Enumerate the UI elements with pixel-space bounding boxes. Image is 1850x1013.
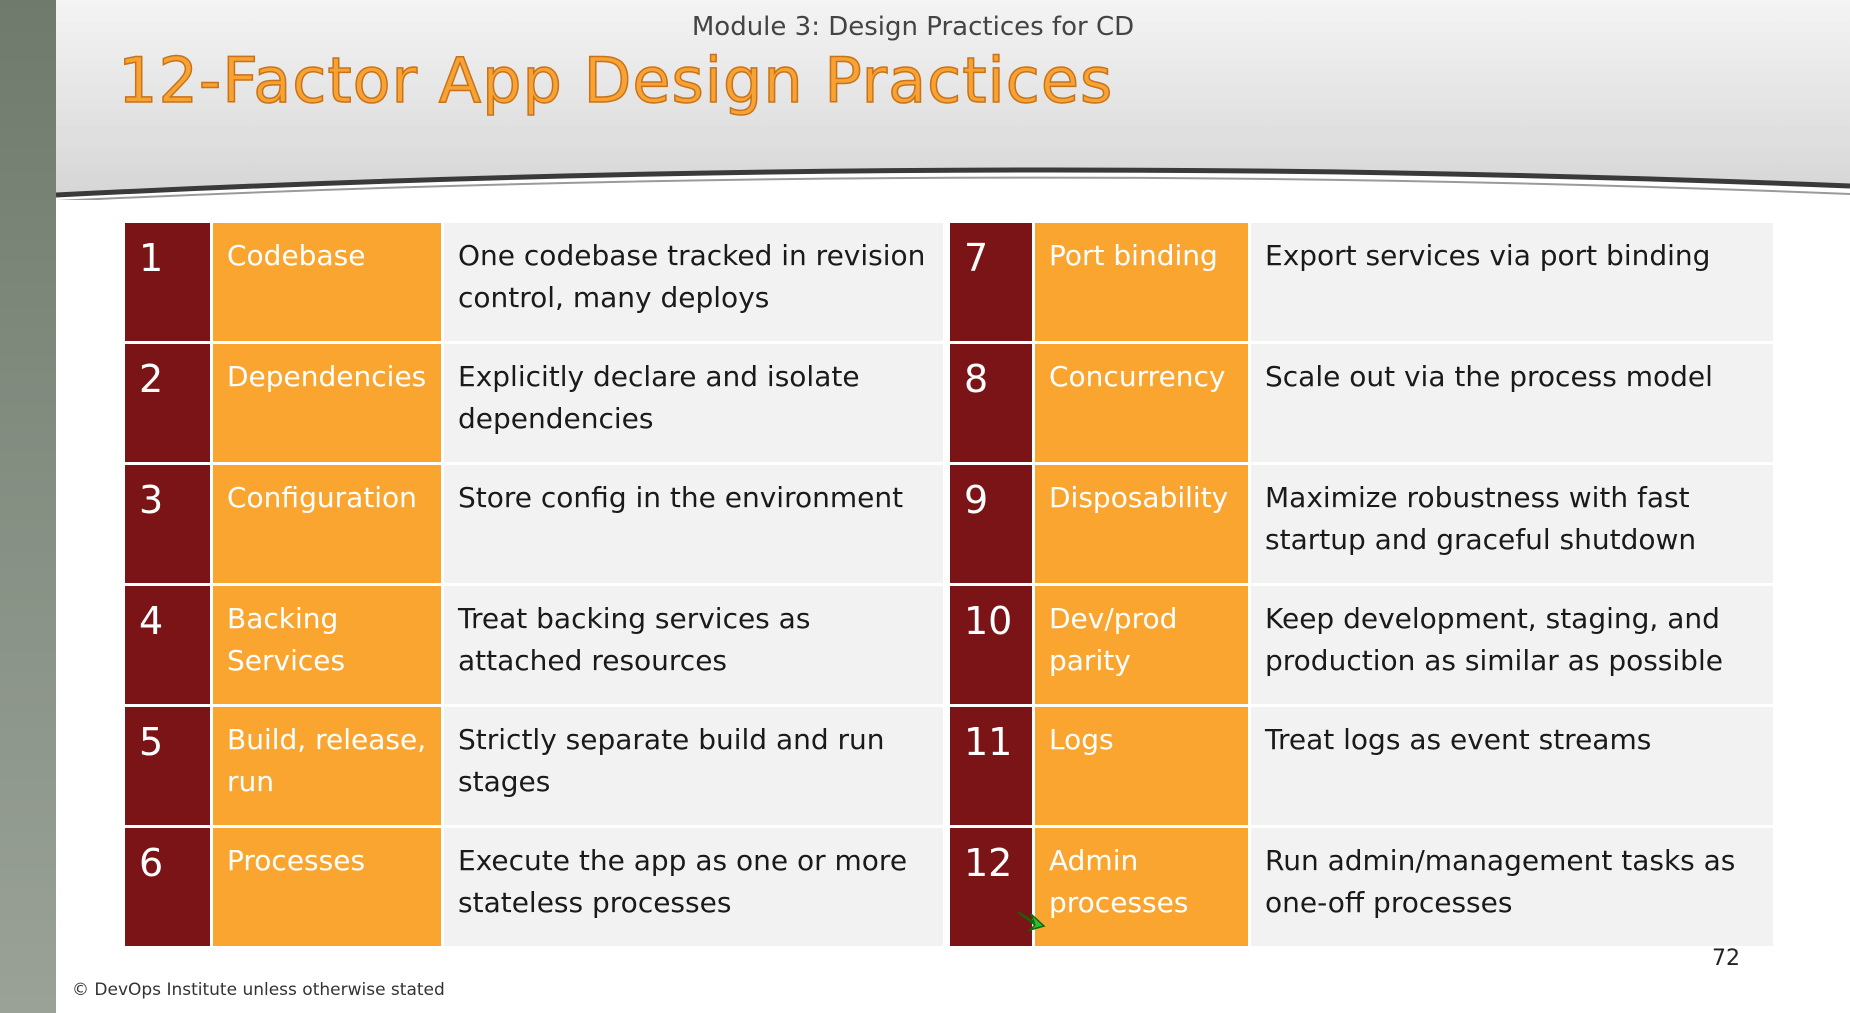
factor-number: 9 [950,465,1032,583]
factor-number: 12 [950,828,1032,946]
factor-description: Execute the app as one or more stateless… [444,828,943,946]
factor-name: Port binding [1035,223,1248,341]
factor-description: Maximize robustness with fast startup an… [1251,465,1773,583]
factor-name: Disposability [1035,465,1248,583]
factor-number: 4 [125,586,210,704]
factor-description: Explicitly declare and isolate dependenc… [444,344,943,462]
factor-name: Logs [1035,707,1248,825]
factor-description: One codebase tracked in revision control… [444,223,943,341]
factor-number: 11 [950,707,1032,825]
factor-name: Codebase [213,223,441,341]
factor-number: 5 [125,707,210,825]
left-decorative-strip [0,0,56,1013]
factor-description: Treat logs as event streams [1251,707,1773,825]
factor-name: Dependencies [213,344,441,462]
factor-name: Admin processes [1035,828,1248,946]
factor-number: 1 [125,223,210,341]
cursor-arrow-icon [1017,911,1046,932]
module-title: Module 3: Design Practices for CD [691,12,1135,42]
factor-description: Run admin/management tasks as one-off pr… [1251,828,1773,946]
factor-name: Dev/prod parity [1035,586,1248,704]
factor-number: 7 [950,223,1032,341]
factor-description: Strictly separate build and run stages [444,707,943,825]
factor-description: Keep development, staging, and productio… [1251,586,1773,704]
factor-number: 6 [125,828,210,946]
slide-header [56,0,1850,200]
factor-number: 8 [950,344,1032,462]
factor-name: Backing Services [213,586,441,704]
slide-title: 12-Factor App Design Practices [117,43,1114,118]
factor-name: Concurrency [1035,344,1248,462]
factor-description: Store config in the environment [444,465,943,583]
header-swoosh [56,0,1850,200]
factor-description: Export services via port binding [1251,223,1773,341]
factor-number: 10 [950,586,1032,704]
factor-name: Configuration [213,465,441,583]
factor-description: Treat backing services as attached resou… [444,586,943,704]
factor-number: 2 [125,344,210,462]
factor-name: Processes [213,828,441,946]
factor-number: 3 [125,465,210,583]
page-number: 72 [1712,946,1740,971]
factor-description: Scale out via the process model [1251,344,1773,462]
copyright-footer: © DevOps Institute unless otherwise stat… [72,980,445,1000]
factor-name: Build, release, run [213,707,441,825]
